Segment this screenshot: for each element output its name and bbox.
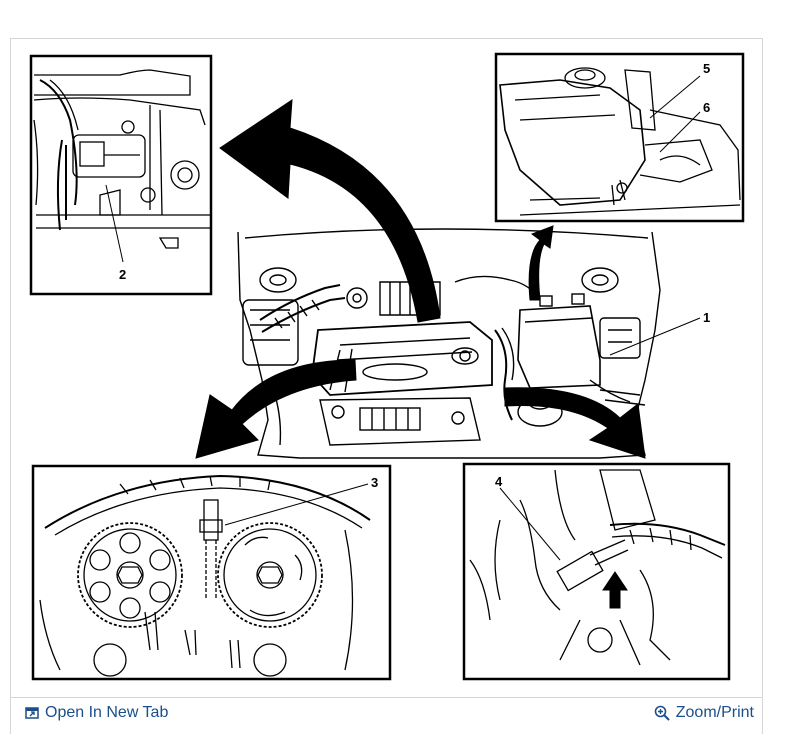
figure-footer: Open In New Tab Zoom/Print (11, 697, 762, 734)
open-in-new-tab-label: Open In New Tab (45, 704, 169, 721)
callout-5: 5 (703, 61, 710, 76)
detail-panel-3: 3 (31, 464, 392, 681)
open-in-new-tab-icon (25, 707, 39, 719)
leader-line-2 (105, 184, 124, 263)
detail-panel-2: 2 (29, 54, 213, 296)
detail-panel-4: 4 (462, 462, 731, 681)
callout-4: 4 (495, 474, 503, 489)
detail-panel-5-6: 5 6 (494, 52, 745, 223)
up-arrow-icon (602, 571, 628, 609)
callout-2: 2 (119, 267, 126, 282)
callout-3: 3 (371, 475, 378, 490)
leader-line-6 (659, 111, 701, 153)
magnifier-plus-icon (654, 705, 670, 721)
callout-6: 6 (703, 100, 710, 115)
direction-arrows (195, 99, 646, 459)
zoom-print-label: Zoom/Print (675, 704, 754, 721)
engine-diagram: 1 2 (29, 52, 745, 681)
engine-bay-view (237, 228, 661, 459)
leader-line-5 (649, 75, 701, 119)
zoom-print-link[interactable]: Zoom/Print (654, 704, 754, 722)
leader-line-3 (224, 483, 369, 526)
open-in-new-tab-link[interactable]: Open In New Tab (25, 704, 168, 722)
leader-line-1 (609, 317, 701, 356)
callout-1: 1 (703, 310, 710, 325)
leader-line-4 (499, 487, 561, 561)
